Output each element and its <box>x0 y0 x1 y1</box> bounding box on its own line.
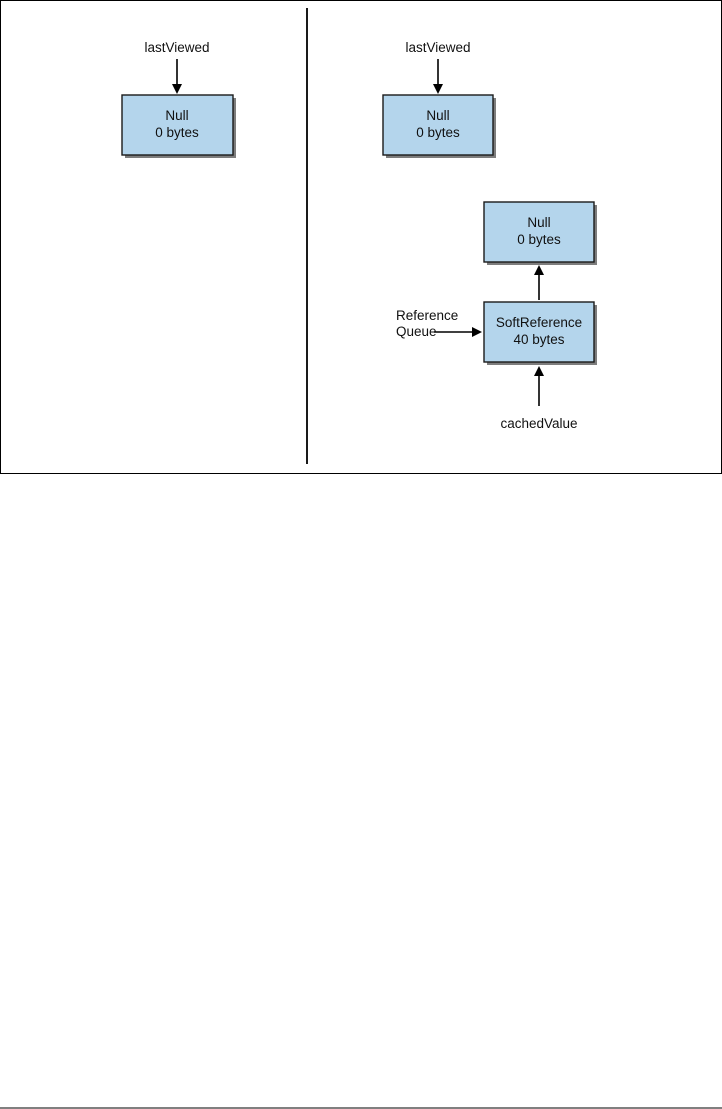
referent-null-box: Null 0 bytes <box>483 201 597 265</box>
soft-reference-box: SoftReference 40 bytes <box>483 301 597 365</box>
referent-arrow <box>534 265 544 300</box>
last-viewed-label: lastViewed <box>405 40 470 55</box>
cached-value-arrow <box>534 366 544 406</box>
soft-reference-box-size: 40 bytes <box>513 332 564 347</box>
soft-reference-box-title: SoftReference <box>496 315 582 330</box>
reference-queue-arrow <box>434 327 482 337</box>
last-viewed-label: lastViewed <box>144 40 209 55</box>
null-box-title: Null <box>165 108 188 123</box>
right-panel: lastViewed Null 0 bytes Null 0 bytes Sof… <box>382 40 597 431</box>
null-box-size: 0 bytes <box>155 125 199 140</box>
figure-frame <box>0 0 722 474</box>
last-viewed-arrow <box>172 59 182 94</box>
null-box-title: Null <box>426 108 449 123</box>
referent-null-box-size: 0 bytes <box>517 232 561 247</box>
reference-queue-label-line2: Queue <box>396 324 437 339</box>
last-viewed-arrow <box>433 59 443 94</box>
left-panel: lastViewed Null 0 bytes <box>121 40 236 158</box>
reference-queue-label-line1: Reference <box>396 308 458 323</box>
cached-value-label: cachedValue <box>500 416 577 431</box>
referent-null-box-title: Null <box>527 215 550 230</box>
null-box-size: 0 bytes <box>416 125 460 140</box>
null-box: Null 0 bytes <box>382 94 496 158</box>
null-box: Null 0 bytes <box>121 94 236 158</box>
